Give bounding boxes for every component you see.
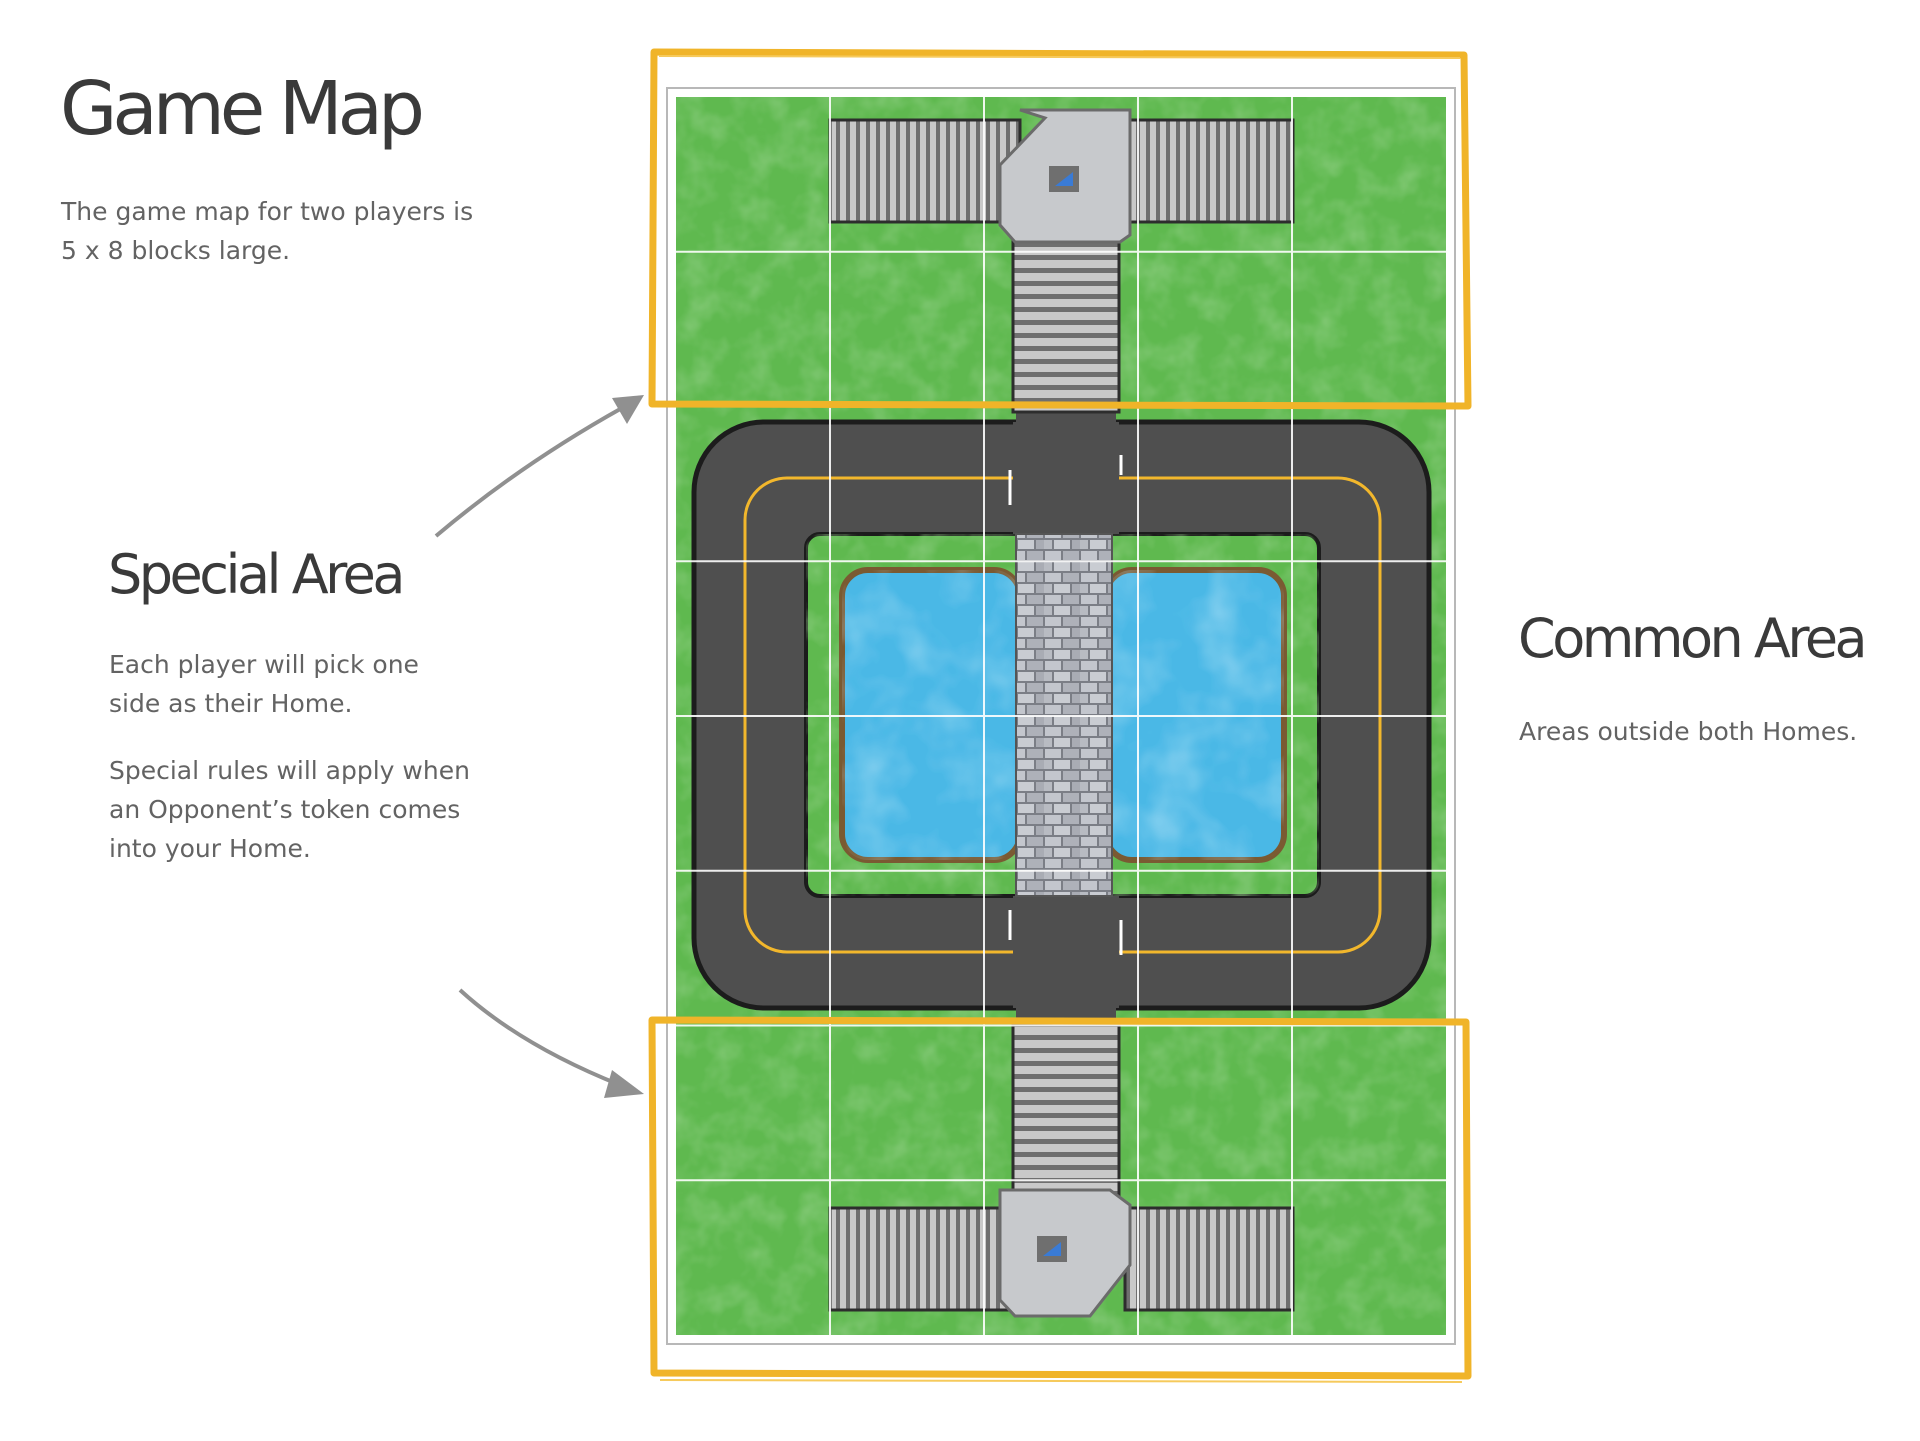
page-title: Game Map: [60, 66, 425, 152]
special-area-title: Special Area: [108, 543, 406, 606]
home-base-icon: [998, 108, 1132, 244]
block-grid: [676, 97, 1446, 1335]
intro-text: The game map for two players is 5 x 8 bl…: [61, 197, 474, 265]
top-home-roads: [828, 118, 1295, 414]
center-road: [1008, 408, 1123, 1024]
bottom-home-highlight: [648, 1016, 1472, 1383]
special-area-text-2: Special rules will apply when an Opponen…: [109, 756, 470, 863]
common-area-title: Common Area: [1518, 607, 1868, 670]
top-home-highlight: [648, 48, 1472, 410]
common-area-text: Areas outside both Homes.: [1519, 717, 1858, 746]
special-area-text-1: Each player will pick one side as their …: [109, 650, 419, 718]
home-base-icon: [998, 1188, 1132, 1318]
curved-arrow-icon: [458, 988, 644, 1098]
bottom-home-roads: [828, 1022, 1295, 1312]
curved-arrow-icon: [434, 395, 644, 538]
